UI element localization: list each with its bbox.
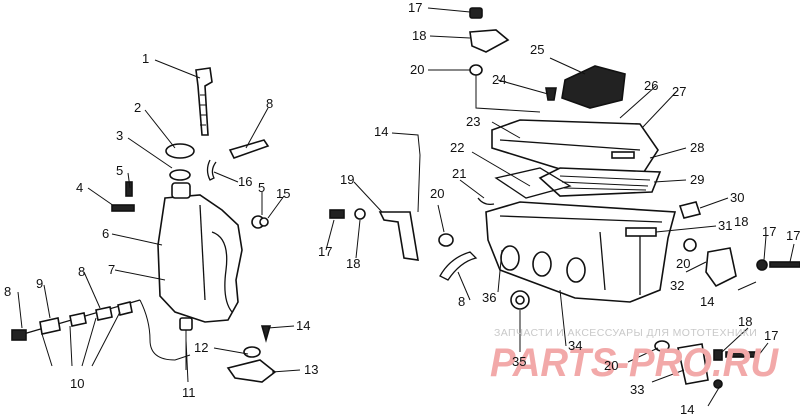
label-17: 17 bbox=[318, 244, 332, 259]
label-32: 32 bbox=[670, 278, 684, 293]
label-14: 14 bbox=[296, 318, 310, 333]
label-10: 10 bbox=[70, 376, 84, 391]
dipstick bbox=[195, 67, 213, 136]
label-28: 28 bbox=[690, 140, 704, 155]
label-1: 1 bbox=[142, 51, 149, 66]
label-14c: 14 bbox=[700, 294, 714, 309]
label-6: 6 bbox=[102, 226, 109, 241]
label-16: 16 bbox=[238, 174, 252, 189]
label-17e: 17 bbox=[764, 328, 778, 343]
label-17c: 17 bbox=[762, 224, 776, 239]
label-4: 4 bbox=[76, 180, 83, 195]
label-8c: 8 bbox=[78, 264, 85, 279]
watermark-line: ЗАПЧАСТИ И АКСЕССУАРЫ ДЛЯ МОТОТЕХНИКИ bbox=[494, 327, 757, 339]
label-18c: 18 bbox=[734, 214, 748, 229]
label-20b: 20 bbox=[430, 186, 444, 201]
label-21: 21 bbox=[452, 166, 466, 181]
label-2: 2 bbox=[134, 100, 141, 115]
vent-hose bbox=[206, 139, 270, 181]
label-8: 8 bbox=[266, 96, 273, 111]
label-18b: 18 bbox=[412, 28, 426, 43]
oil-tank bbox=[157, 182, 243, 323]
label-5: 5 bbox=[116, 163, 123, 178]
label-23: 23 bbox=[466, 114, 480, 129]
label-33: 33 bbox=[630, 382, 644, 397]
label-20d: 20 bbox=[604, 358, 618, 373]
fitting-11-12-13 bbox=[179, 317, 277, 383]
label-17d: 17 bbox=[786, 228, 800, 243]
label-17b: 17 bbox=[408, 0, 422, 15]
label-18d: 18 bbox=[738, 314, 752, 329]
label-9: 9 bbox=[36, 276, 43, 291]
label-36: 36 bbox=[482, 290, 496, 305]
side-hardware bbox=[510, 201, 800, 310]
top-hardware bbox=[469, 7, 557, 113]
filter-element-25 bbox=[561, 65, 626, 109]
label-15: 15 bbox=[276, 186, 290, 201]
label-35: 35 bbox=[512, 354, 526, 369]
label-30: 30 bbox=[730, 190, 744, 205]
label-7: 7 bbox=[108, 262, 115, 277]
label-8b: 8 bbox=[4, 284, 11, 299]
lower-bracket-33 bbox=[654, 340, 757, 389]
label-3: 3 bbox=[116, 128, 123, 143]
label-24: 24 bbox=[492, 72, 506, 87]
label-13: 13 bbox=[304, 362, 318, 377]
label-26: 26 bbox=[644, 78, 658, 93]
label-25: 25 bbox=[530, 42, 544, 57]
label-20c: 20 bbox=[676, 256, 690, 271]
label-8d: 8 bbox=[458, 294, 465, 309]
label-5b: 5 bbox=[258, 180, 265, 195]
label-12: 12 bbox=[194, 340, 208, 355]
label-27: 27 bbox=[672, 84, 686, 99]
watermark-logo: PARTS-PRO.RU bbox=[490, 341, 779, 385]
tank-cap bbox=[165, 143, 195, 181]
label-29: 29 bbox=[690, 172, 704, 187]
label-14d: 14 bbox=[680, 402, 694, 417]
label-19: 19 bbox=[340, 172, 354, 187]
watermark: ЗАПЧАСТИ И АКСЕССУАРЫ ДЛЯ МОТОТЕХНИКИ PA… bbox=[490, 327, 779, 385]
small-hardware-left bbox=[111, 181, 272, 343]
label-31: 31 bbox=[718, 218, 732, 233]
label-18: 18 bbox=[346, 256, 360, 271]
mount-bracket-19 bbox=[329, 197, 495, 281]
airbox-cover bbox=[491, 119, 659, 183]
airbox-lower bbox=[485, 201, 677, 303]
label-11: 11 bbox=[182, 385, 196, 400]
label-22: 22 bbox=[450, 140, 464, 155]
label-34: 34 bbox=[568, 338, 582, 353]
leader-lines bbox=[17, 7, 795, 407]
label-14b: 14 bbox=[374, 124, 388, 139]
air-filter bbox=[494, 167, 662, 199]
label-20: 20 bbox=[410, 62, 424, 77]
oil-lines bbox=[11, 299, 191, 361]
part-numbers: 1 2 3 4 5 5 6 7 8 8 8 8 9 10 11 12 13 14… bbox=[4, 0, 800, 417]
